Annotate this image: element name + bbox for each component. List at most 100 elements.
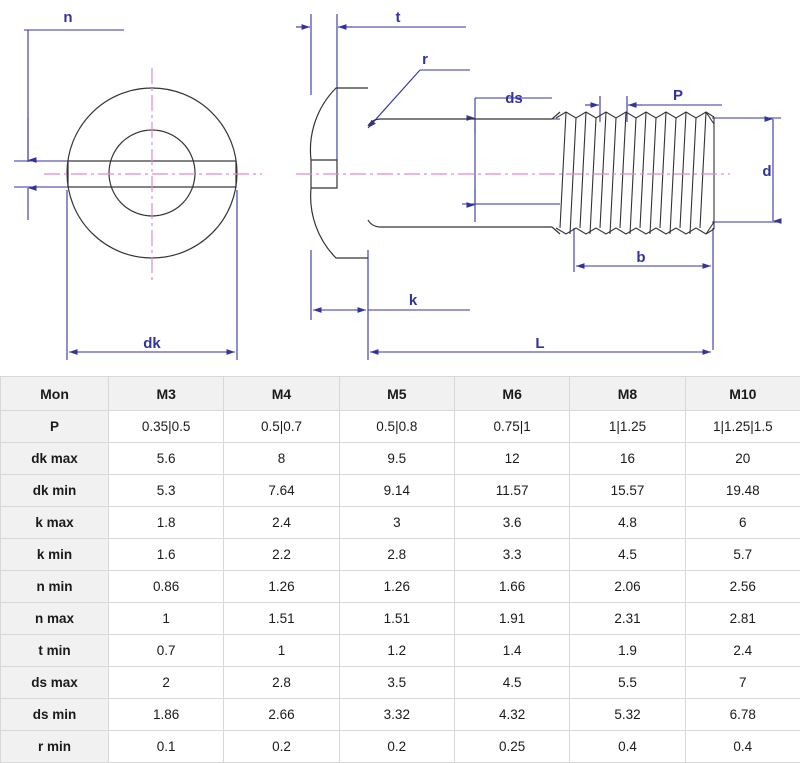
table-header-row: Mon M3 M4 M5 M6 M8 M10 xyxy=(0,376,800,411)
table-row: ds min 1.86 2.66 3.32 4.32 5.32 6.78 xyxy=(0,698,800,731)
table-header-cell: M4 xyxy=(223,376,340,411)
table-header-cell: M3 xyxy=(107,376,225,411)
row-label: dk min xyxy=(0,474,109,507)
table-cell: 7.64 xyxy=(223,474,340,507)
dim-label-b: b xyxy=(636,249,645,266)
table-cell: 1.91 xyxy=(453,602,571,635)
thread-flank-8 xyxy=(629,117,637,235)
table-row: k min 1.6 2.2 2.8 3.3 4.5 5.7 xyxy=(0,538,800,571)
thread-flank-1 xyxy=(559,111,567,229)
table-cell: 2.81 xyxy=(684,602,800,635)
dim-label-dk: dk xyxy=(143,335,161,352)
table-cell: 20 xyxy=(684,442,800,475)
table-cell: 4.8 xyxy=(569,506,686,539)
row-label: k min xyxy=(0,538,109,571)
table-cell: 4.32 xyxy=(453,698,571,731)
dim-label-L: L xyxy=(535,335,544,352)
head-dome-profile xyxy=(309,87,368,259)
table-cell: 2.31 xyxy=(569,602,686,635)
table-cell: 2.56 xyxy=(684,570,800,603)
table-row: dk max 5.6 8 9.5 12 16 20 xyxy=(0,442,800,475)
table-cell: 1.6 xyxy=(107,538,225,571)
table-cell: 7 xyxy=(684,666,800,699)
thread-flank-5 xyxy=(599,111,607,229)
thread-flank-2 xyxy=(569,117,577,235)
table-cell: 1.4 xyxy=(453,634,571,667)
thread-profile xyxy=(555,111,715,235)
dimension-table: Mon M3 M4 M5 M6 M8 M10 P 0.35|0.5 0.5|0.… xyxy=(0,376,800,763)
thread-flank-11 xyxy=(659,111,667,229)
table-cell: 4.5 xyxy=(569,538,686,571)
table-cell: 1.8 xyxy=(107,506,225,539)
table-header-cell: M10 xyxy=(684,376,800,411)
row-label: r min xyxy=(0,730,109,763)
table-row: P 0.35|0.5 0.5|0.7 0.5|0.8 0.75|1 1|1.25… xyxy=(0,410,800,443)
thread-flank-7 xyxy=(619,111,627,229)
thread-flank-12 xyxy=(669,117,677,235)
table-cell: 11.57 xyxy=(453,474,571,507)
table-cell: 1.86 xyxy=(107,698,225,731)
dim-label-n: n xyxy=(63,9,72,26)
shank-top-edge xyxy=(367,118,552,127)
table-cell: 0.2 xyxy=(338,730,455,763)
dim-label-r: r xyxy=(422,51,428,68)
table-cell: 3.3 xyxy=(453,538,571,571)
thread-flank-9 xyxy=(639,111,647,229)
thread-flank-13 xyxy=(679,111,687,229)
table-cell: 4.5 xyxy=(453,666,571,699)
table-cell: 12 xyxy=(453,442,571,475)
thread-crest-top xyxy=(555,111,715,119)
top-view-centerlines xyxy=(44,68,262,280)
table-cell: 16 xyxy=(569,442,686,475)
table-cell: 1|1.25|1.5 xyxy=(684,410,800,443)
table-row: r min 0.1 0.2 0.2 0.25 0.4 0.4 xyxy=(0,730,800,763)
row-label: n min xyxy=(0,570,109,603)
row-label: ds min xyxy=(0,698,109,731)
table-cell: 0.5|0.7 xyxy=(223,410,340,443)
table-cell: 2.4 xyxy=(684,634,800,667)
table-cell: 2.2 xyxy=(223,538,340,571)
thread-flank-4 xyxy=(589,117,597,235)
shank-bottom-edge xyxy=(367,219,552,228)
dimension-table-container: Mon M3 M4 M5 M6 M8 M10 P 0.35|0.5 0.5|0.… xyxy=(0,376,800,763)
table-header-cell: M8 xyxy=(569,376,686,411)
table-body: P 0.35|0.5 0.5|0.7 0.5|0.8 0.75|1 1|1.25… xyxy=(0,410,800,763)
table-cell: 2.8 xyxy=(338,538,455,571)
row-label: P xyxy=(0,410,109,443)
table-cell: 1.51 xyxy=(223,602,340,635)
table-row: dk min 5.3 7.64 9.14 11.57 15.57 19.48 xyxy=(0,474,800,507)
table-header-cell: M5 xyxy=(338,376,455,411)
table-cell: 3 xyxy=(338,506,455,539)
table-cell: 0.5|0.8 xyxy=(338,410,455,443)
table-row: k max 1.8 2.4 3 3.6 4.8 6 xyxy=(0,506,800,539)
table-cell: 5.7 xyxy=(684,538,800,571)
screw-side-view xyxy=(309,87,715,259)
table-cell: 0.4 xyxy=(569,730,686,763)
table-cell: 5.5 xyxy=(569,666,686,699)
row-label: dk max xyxy=(0,442,109,475)
table-cell: 0.35|0.5 xyxy=(107,410,225,443)
row-label: t min xyxy=(0,634,109,667)
table-row: t min 0.7 1 1.2 1.4 1.9 2.4 xyxy=(0,634,800,667)
table-cell: 1.51 xyxy=(338,602,455,635)
table-row: n min 0.86 1.26 1.26 1.66 2.06 2.56 xyxy=(0,570,800,603)
table-cell: 0.2 xyxy=(223,730,340,763)
dim-label-ds: ds xyxy=(505,90,523,107)
row-label: ds max xyxy=(0,666,109,699)
table-header-cell: M6 xyxy=(453,376,571,411)
table-cell: 6 xyxy=(684,506,800,539)
dim-label-P: P xyxy=(673,87,683,104)
row-label: n max xyxy=(0,602,109,635)
table-cell: 2.8 xyxy=(223,666,340,699)
r-leader-diagonal xyxy=(367,69,421,129)
dim-label-k: k xyxy=(409,292,418,309)
table-row: ds max 2 2.8 3.5 4.5 5.5 7 xyxy=(0,666,800,699)
table-cell: 5.32 xyxy=(569,698,686,731)
table-cell: 3.6 xyxy=(453,506,571,539)
thread-flank-15 xyxy=(699,111,707,229)
dim-label-d: d xyxy=(762,163,771,180)
table-cell: 1 xyxy=(107,602,225,635)
table-cell: 1 xyxy=(223,634,340,667)
thread-crest-bottom xyxy=(555,227,715,235)
